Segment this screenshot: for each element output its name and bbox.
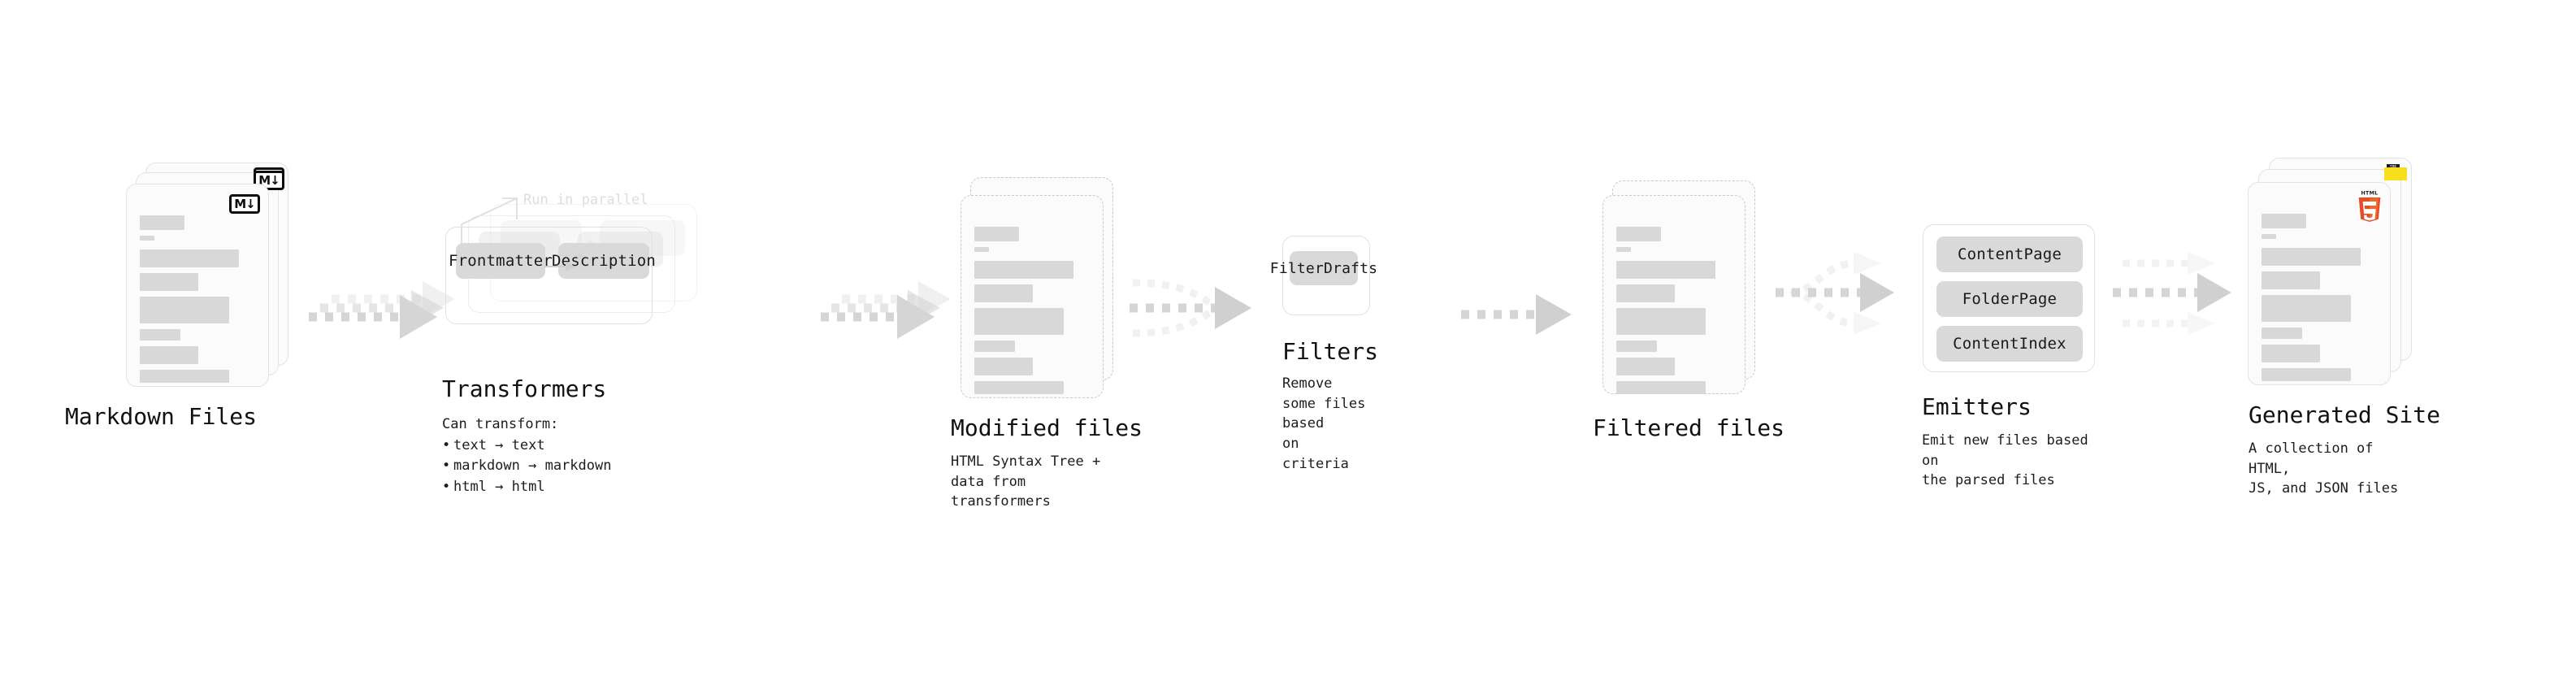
placeholder-bar	[974, 340, 1015, 352]
document-placeholder-lines	[2262, 214, 2379, 387]
stage-filters: FilterDrafts Filters Remove some files b…	[1270, 236, 1378, 472]
placeholder-bar	[2262, 271, 2320, 289]
can-transform-label: Can transform:	[442, 416, 559, 432]
transformer-box-front: Frontmatter Description	[445, 227, 656, 324]
stage-modified-files: Modified files HTML Syntax Tree + data f…	[951, 177, 1143, 510]
placeholder-bar	[974, 261, 1073, 279]
filters-box: FilterDrafts	[1270, 236, 1377, 315]
placeholder-bar	[140, 215, 184, 230]
placeholder-bar	[1616, 308, 1706, 335]
placeholder-bar	[2262, 327, 2302, 339]
placeholder-bar	[974, 284, 1033, 302]
document-placeholder-lines	[140, 215, 257, 388]
modified-file-stack	[961, 177, 1115, 398]
placeholder-bar	[1616, 261, 1715, 279]
stage-markdown-files: M↓ M↓ M↓ Markdown Files	[65, 163, 293, 430]
placeholder-bar	[140, 273, 198, 291]
run-in-parallel-label: Run in parallel	[523, 192, 648, 208]
placeholder-bar	[140, 346, 198, 364]
js-icon	[2384, 167, 2407, 180]
run-in-parallel-bracket	[461, 197, 518, 245]
transform-label: html → html	[453, 478, 545, 495]
emitter-pill-folderpage[interactable]: FolderPage	[1936, 281, 2083, 317]
emitters-description: Emit new files based on the parsed files	[1922, 432, 2088, 489]
filter-pill-filterdrafts[interactable]: FilterDrafts	[1270, 251, 1377, 285]
placeholder-bar	[1616, 284, 1675, 302]
emitter-pill-contentindex[interactable]: ContentIndex	[1936, 326, 2083, 362]
placeholder-bar	[2262, 214, 2306, 228]
stage-transformers: Run in parallel Frontmatter Description	[442, 187, 697, 495]
placeholder-bar	[140, 370, 229, 383]
caption-filtered-files: Filtered files	[1593, 414, 1785, 441]
emitter-pill-contentpage[interactable]: ContentPage	[1936, 236, 2083, 272]
placeholder-bar	[1616, 247, 1631, 252]
markdown-file-stack: M↓ M↓ M↓	[126, 163, 293, 387]
modified-card-front	[961, 195, 1104, 398]
placeholder-bar	[140, 236, 154, 241]
placeholder-bar	[140, 329, 180, 340]
placeholder-bar	[1616, 358, 1675, 375]
site-card-front: HTML	[2248, 182, 2391, 385]
transformer-box-stack: Frontmatter Description	[445, 187, 697, 324]
arrow-modified-to-filters	[1130, 279, 1251, 337]
placeholder-bar	[140, 249, 239, 267]
bullet-dot: •	[442, 458, 451, 474]
html5-icon-label: HTML	[2361, 191, 2378, 197]
placeholder-bar	[974, 381, 1064, 394]
placeholder-bar	[974, 308, 1064, 335]
placeholder-bar	[140, 297, 229, 323]
bullet-dot: •	[442, 478, 451, 495]
transform-label: markdown → markdown	[453, 458, 612, 474]
emitters-box: ContentPage FolderPage ContentIndex	[1923, 224, 2095, 372]
transformer-pill-frontmatter[interactable]: Frontmatter	[449, 243, 553, 279]
arrow-transformers-to-modified	[821, 281, 951, 339]
arrow-filters-to-filtered	[1461, 294, 1572, 335]
caption-modified-files: Modified files	[951, 414, 1143, 441]
transform-label: text → text	[453, 436, 545, 453]
arrow-markdown-to-transformers	[309, 281, 455, 339]
caption-generated-site: Generated Site	[2249, 401, 2441, 428]
modified-files-description: HTML Syntax Tree + data from transformer…	[951, 453, 1101, 510]
caption-emitters: Emitters	[1922, 393, 2032, 420]
bullet-dot: •	[442, 436, 451, 453]
stage-filtered-files: Filtered files	[1593, 180, 1785, 441]
placeholder-bar	[2262, 295, 2351, 322]
arrow-emitters-to-site	[2113, 252, 2231, 335]
markdown-icon: M↓	[229, 194, 260, 214]
caption-markdown-files: Markdown Files	[65, 403, 258, 430]
placeholder-bar	[2262, 248, 2361, 266]
transform-item: •text → text	[442, 436, 611, 457]
generated-site-stack: CSS HTML	[2248, 158, 2418, 387]
markdown-card-front: M↓	[126, 184, 269, 387]
placeholder-bar	[1616, 381, 1706, 394]
generated-site-description: A collection of HTML, JS, and JSON files	[2249, 440, 2399, 497]
stage-emitters: ContentPage FolderPage ContentIndex Emit…	[1922, 224, 2095, 488]
css-icon-label: CSS	[2390, 165, 2396, 168]
stage-generated-site: CSS HTML	[2248, 158, 2440, 497]
placeholder-bar	[974, 247, 989, 252]
caption-transformers: Transformers	[442, 375, 607, 402]
filtered-file-stack	[1602, 180, 1757, 400]
filters-description: Remove some files based on criteria	[1282, 375, 1366, 472]
placeholder-bar	[1616, 227, 1661, 241]
document-placeholder-lines	[974, 227, 1091, 400]
transformer-internal-arrows	[544, 240, 596, 271]
filtered-card-front	[1602, 195, 1746, 394]
placeholder-bar	[974, 358, 1033, 375]
html5-icon: HTML	[2358, 191, 2381, 222]
transformers-description: Can transform: •text → text •markdown → …	[442, 414, 611, 497]
transform-item: •markdown → markdown	[442, 456, 611, 477]
transform-item: •html → html	[442, 477, 611, 498]
placeholder-bar	[2262, 345, 2320, 362]
placeholder-bar	[2262, 368, 2351, 381]
arrow-filtered-to-emitters	[1776, 252, 1894, 335]
document-placeholder-lines	[1616, 227, 1733, 400]
placeholder-bar	[974, 227, 1019, 241]
placeholder-bar	[2262, 234, 2276, 239]
placeholder-bar	[1616, 340, 1657, 352]
caption-filters: Filters	[1282, 338, 1379, 365]
